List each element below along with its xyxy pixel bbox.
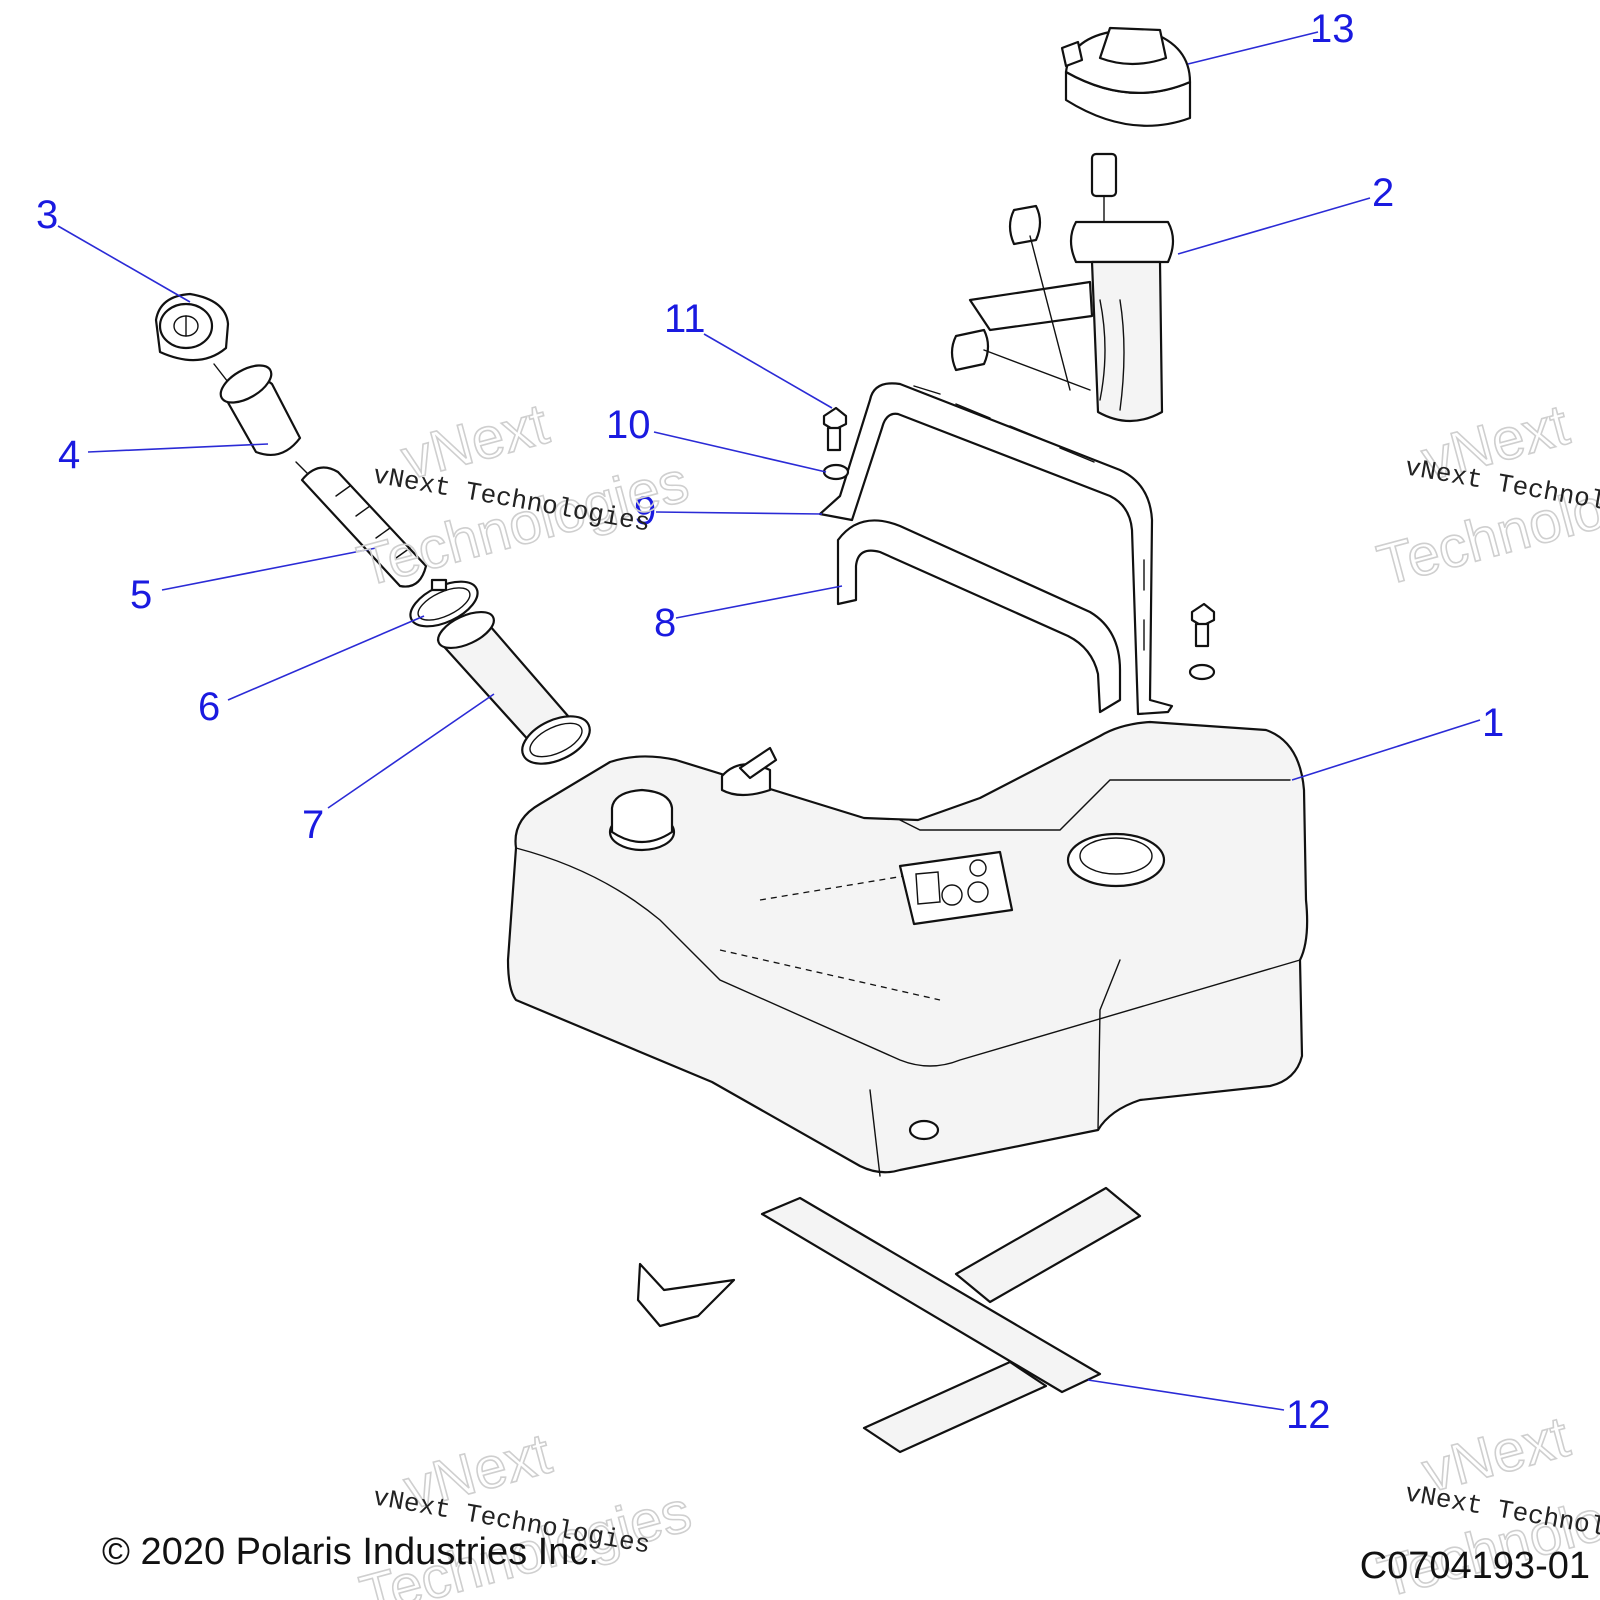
part-4-filler-neck bbox=[219, 364, 309, 475]
callout-5: 5 bbox=[130, 573, 152, 617]
part-2-fuel-pump bbox=[950, 152, 1175, 422]
part-12-tank-pads bbox=[636, 1186, 1142, 1454]
leader-lines bbox=[57, 31, 1481, 1411]
part-5-hose bbox=[300, 466, 428, 588]
callout-13: 13 bbox=[1310, 7, 1355, 51]
part-6-clamp bbox=[409, 578, 479, 628]
part-8-tank-strap bbox=[836, 519, 1122, 714]
callout-6: 6 bbox=[198, 685, 220, 729]
callout-2: 2 bbox=[1372, 171, 1394, 215]
callout-10: 10 bbox=[606, 403, 651, 447]
callout-1: 1 bbox=[1482, 701, 1504, 745]
callout-11: 11 bbox=[664, 297, 706, 341]
copyright-notice: © 2020 Polaris Industries Inc. bbox=[102, 1531, 599, 1573]
part-10-washer bbox=[822, 463, 1216, 681]
part-3-fuel-cap bbox=[154, 292, 230, 383]
callout-8: 8 bbox=[654, 601, 676, 645]
callout-3: 3 bbox=[36, 193, 58, 237]
callout-9: 9 bbox=[634, 489, 656, 533]
part-13-pump-cover bbox=[1060, 26, 1192, 127]
drawing-number: C0704193-01 bbox=[1360, 1545, 1590, 1587]
callout-7: 7 bbox=[302, 803, 324, 847]
callout-4: 4 bbox=[58, 433, 80, 477]
callout-labels: 1 2 3 4 5 6 7 8 9 10 11 12 13 bbox=[36, 7, 1504, 1437]
part-1-fuel-tank bbox=[506, 720, 1309, 1177]
part-7-filler-tube bbox=[436, 610, 591, 765]
part-11-bolt bbox=[822, 406, 1216, 648]
callout-12: 12 bbox=[1286, 1393, 1331, 1437]
part-9-bracket bbox=[818, 382, 1174, 716]
